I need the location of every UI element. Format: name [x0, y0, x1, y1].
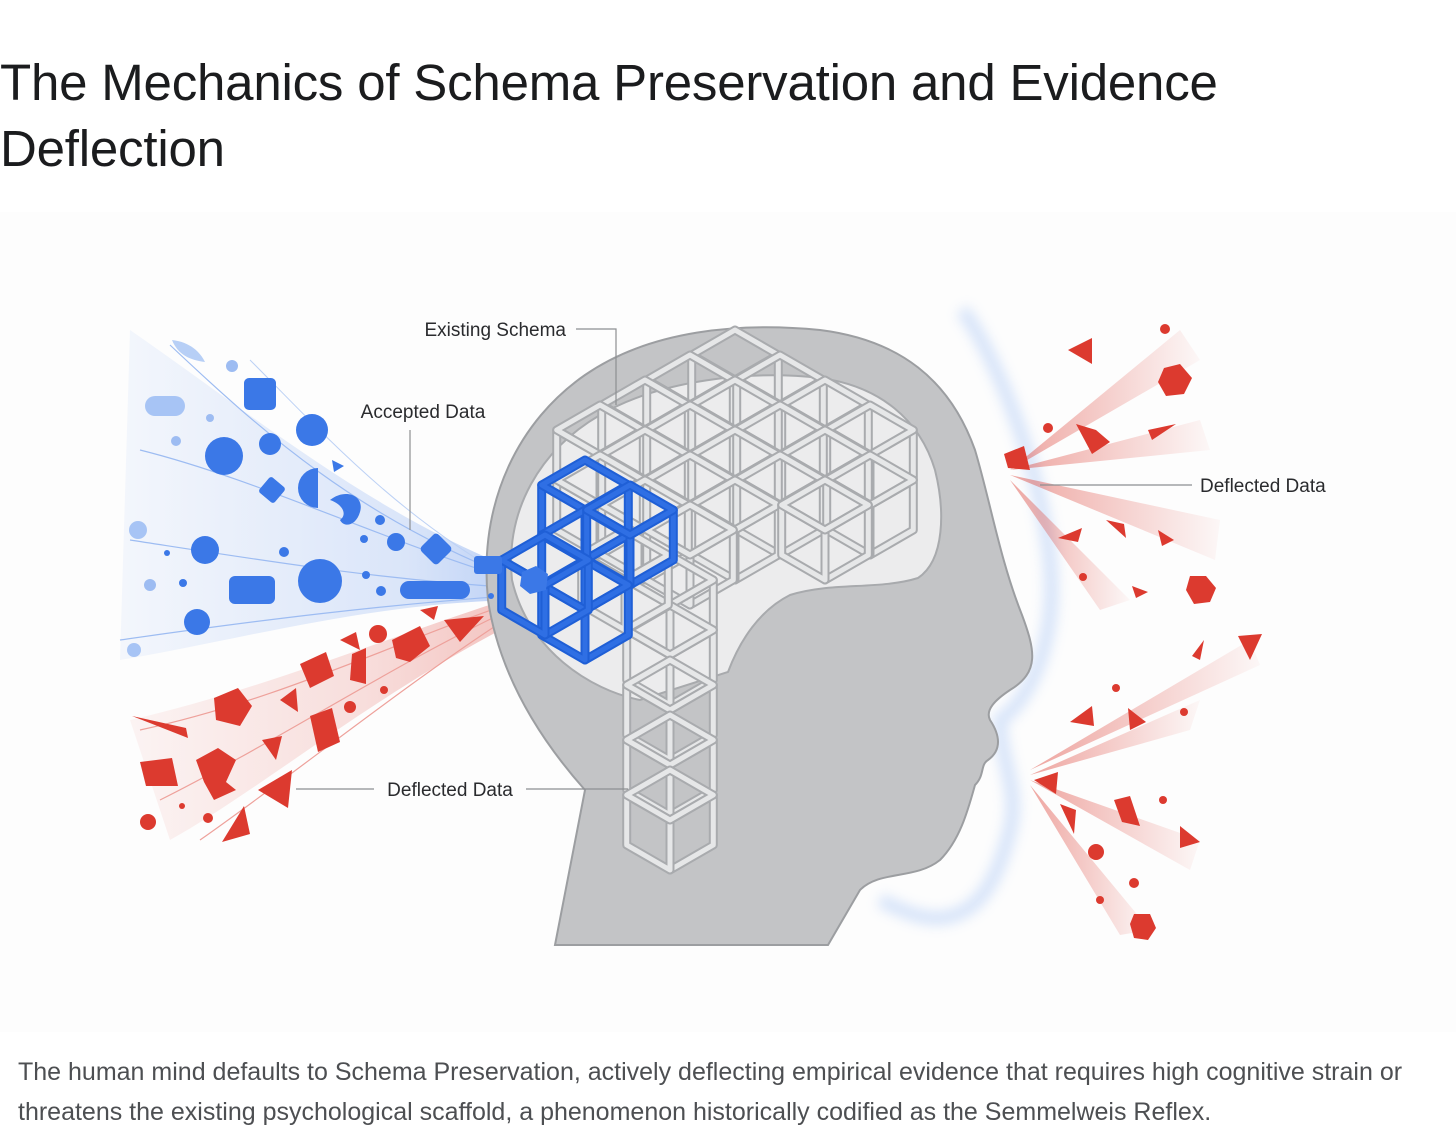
deflected-data-label-right: Deflected Data	[1200, 476, 1326, 497]
deflected-data-callout-left: Deflected Data	[296, 780, 628, 801]
deflected-data-callout-right: Deflected Data	[1040, 476, 1326, 497]
existing-schema-label: Existing Schema	[424, 320, 566, 341]
deflected-data-label-left: Deflected Data	[387, 780, 513, 801]
accepted-data-stream	[119, 330, 530, 660]
accepted-data-particles	[127, 340, 548, 657]
schema-deflection-diagram: Existing Schema Accepted Data Deflected …	[0, 212, 1456, 1032]
lattice-cube	[622, 765, 718, 875]
page-title: The Mechanics of Schema Preservation and…	[0, 54, 1218, 177]
existing-schema-highlight	[497, 455, 678, 665]
figure-caption: The human mind defaults to Schema Preser…	[18, 1058, 1403, 1126]
deflected-data-particles-left	[132, 606, 484, 842]
deflected-data-particles-right	[1004, 324, 1262, 940]
accepted-data-label: Accepted Data	[361, 402, 486, 423]
lattice-cube	[622, 655, 718, 765]
lattice-cube	[777, 475, 873, 585]
accepted-data-callout: Accepted Data	[361, 402, 486, 530]
existing-schema-callout: Existing Schema	[424, 320, 617, 405]
